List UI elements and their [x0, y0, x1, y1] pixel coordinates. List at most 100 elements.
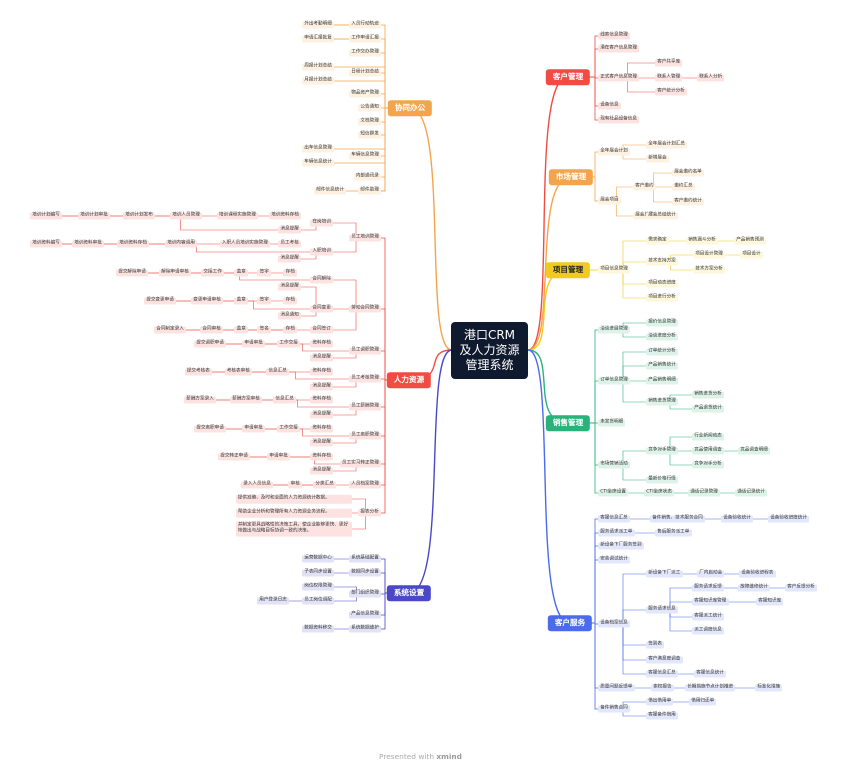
topic-leaf[interactable]: 签字	[257, 297, 271, 305]
topic-leaf[interactable]: 客户邀约	[633, 183, 656, 191]
topic-leaf[interactable]: 故障维修统计	[738, 584, 770, 592]
topic-leaf[interactable]: 借出借用单	[646, 698, 674, 706]
topic-leaf[interactable]: 派工调度信息	[692, 627, 724, 635]
topic-leaf[interactable]: 申请审批	[267, 453, 290, 461]
topic-leaf[interactable]: 培训计划审批	[78, 212, 110, 220]
main-topic-market[interactable]: 市场管理	[548, 169, 594, 185]
topic-leaf[interactable]: 行业新闻动态	[692, 433, 724, 441]
topic-leaf[interactable]: 入职培训	[310, 248, 333, 256]
topic-leaf[interactable]: 客服知识库	[756, 598, 784, 606]
topic-leaf[interactable]: 竞争对手管理	[646, 447, 678, 455]
topic-leaf[interactable]: 设备信息	[598, 102, 621, 110]
topic-leaf[interactable]: 短信群发	[358, 131, 381, 139]
topic-leaf[interactable]: 项目信息管理	[598, 266, 630, 274]
topic-leaf[interactable]: 通话记录统计	[735, 489, 767, 497]
topic-leaf[interactable]: 长期措施节点计划推进	[685, 684, 736, 692]
topic-leaf[interactable]: 培训课程实施管理	[216, 212, 258, 220]
topic-leaf[interactable]: 存档	[283, 326, 297, 334]
topic-leaf[interactable]: 客服知识库管理	[692, 598, 729, 606]
topic-leaf[interactable]: 联系人分析	[697, 74, 725, 82]
topic-leaf[interactable]: 客服信息汇总	[598, 515, 630, 523]
topic-leaf[interactable]: 技术支持方案	[646, 258, 678, 266]
topic-leaf[interactable]: 在岗培训	[310, 219, 333, 227]
topic-leaf[interactable]: 现有社品设备信息	[598, 116, 640, 124]
topic-leaf[interactable]: 入员行动轨迹	[349, 21, 381, 29]
topic-leaf[interactable]: 培训计划发布	[123, 212, 155, 220]
topic-leaf[interactable]: 信息汇总	[266, 368, 289, 376]
topic-leaf[interactable]: 未发货明细	[598, 419, 626, 427]
topic-leaf[interactable]: 销售进货分析	[692, 391, 724, 399]
topic-leaf[interactable]: 新设备下厂派工	[646, 570, 683, 578]
topic-leaf[interactable]: 培训内容调用	[165, 240, 197, 248]
topic-leaf[interactable]: 最新价格行情	[646, 476, 678, 484]
topic-leaf[interactable]: 正式客户信息管理	[598, 74, 640, 82]
topic-leaf[interactable]: 服务请求派工单	[598, 529, 635, 537]
topic-leaf[interactable]: 客户共享库	[655, 59, 683, 67]
topic-leaf[interactable]: 提交转正申请	[218, 453, 250, 461]
topic-leaf[interactable]: 提交调职申请	[194, 340, 226, 348]
topic-leaf[interactable]: 消息提醒	[278, 283, 301, 291]
topic-leaf[interactable]: 外出考勤明细	[302, 21, 334, 29]
topic-leaf[interactable]: 服务请求反馈	[692, 584, 724, 592]
topic-leaf[interactable]: 备件销售、技术服务合同	[650, 515, 705, 523]
topic-leaf[interactable]: 信息汇总	[273, 396, 296, 404]
topic-leaf[interactable]: 技术方案分析	[693, 266, 725, 274]
topic-leaf[interactable]: 员工调职管理	[349, 347, 381, 355]
topic-leaf[interactable]: 展会总结	[633, 212, 656, 220]
topic-leaf[interactable]: 报表分析	[358, 509, 381, 517]
topic-leaf[interactable]: 工作交办管理	[349, 49, 381, 57]
topic-leaf[interactable]: 竞品使用调查	[692, 447, 724, 455]
topic-leaf[interactable]: 邀约汇总	[672, 183, 695, 191]
topic-leaf[interactable]: 产品销售明细	[646, 377, 678, 385]
topic-leaf[interactable]: 合同审核	[200, 326, 223, 334]
topic-leaf[interactable]: 盖章	[234, 326, 248, 334]
topic-leaf[interactable]: 员工考核管理	[349, 375, 381, 383]
topic-leaf[interactable]: 设备验收进度统计	[768, 515, 810, 523]
topic-leaf[interactable]: 培训资料存档	[269, 212, 301, 220]
topic-leaf[interactable]: 邮件助理	[358, 187, 381, 195]
topic-leaf[interactable]: 需求确定	[646, 237, 669, 245]
topic-leaf[interactable]: 薪酬方案审核	[230, 396, 262, 404]
topic-leaf[interactable]: 提交离职申请	[194, 425, 226, 433]
topic-leaf[interactable]: 资料存档	[310, 453, 333, 461]
topic-leaf[interactable]: 新设备下厂服务签到	[598, 542, 644, 550]
central-topic[interactable]: 港口CRM 及人力资源 管理系统	[451, 322, 528, 379]
topic-leaf[interactable]: CTI坐席设置	[598, 489, 629, 497]
topic-leaf[interactable]: 提交解除申请	[116, 269, 148, 277]
topic-leaf[interactable]: 工作申请汇报	[349, 35, 381, 43]
topic-leaf[interactable]: 展会邀约名单	[672, 169, 704, 177]
topic-leaf[interactable]: 子表同步设置	[302, 569, 334, 577]
topic-leaf[interactable]: 消息提醒	[278, 226, 301, 234]
topic-leaf[interactable]: 申请汇报批复	[302, 35, 334, 43]
topic-leaf[interactable]: 人员档案管理	[349, 481, 381, 489]
topic-leaf[interactable]: 通话记录管理	[688, 489, 720, 497]
topic-leaf[interactable]: 订单统计分析	[646, 348, 678, 356]
topic-leaf[interactable]: 签字	[257, 269, 271, 277]
topic-leaf[interactable]: 消息提醒	[310, 439, 333, 447]
topic-leaf[interactable]: 产品退货统计	[692, 405, 724, 413]
topic-leaf[interactable]: 全年展会计划汇总	[646, 141, 688, 149]
topic-leaf[interactable]: 全年展会计划	[598, 148, 630, 156]
topic-leaf[interactable]: 客服派工统计	[692, 613, 724, 621]
topic-leaf[interactable]: 客户反馈分析	[785, 584, 817, 592]
topic-leaf[interactable]: 展会总结统计	[646, 212, 678, 220]
topic-leaf[interactable]: 资料存档	[310, 425, 333, 433]
topic-leaf[interactable]: 培训人员管理	[170, 212, 202, 220]
topic-leaf[interactable]: 员工离职管理	[349, 432, 381, 440]
topic-leaf[interactable]: 邮件信息统计	[314, 187, 346, 195]
topic-leaf[interactable]: 审核	[288, 481, 302, 489]
topic-leaf[interactable]: 销售进货管理	[646, 398, 678, 406]
topic-leaf[interactable]: 用户登录日志	[257, 597, 289, 605]
main-topic-project[interactable]: 项目管理	[545, 262, 591, 278]
topic-leaf[interactable]: 备件销售合同	[598, 705, 630, 713]
topic-leaf[interactable]: 资料存档	[310, 340, 333, 348]
topic-leaf[interactable]: 物品资产管理	[349, 90, 381, 98]
topic-leaf[interactable]: 售后服务派工单	[655, 529, 692, 537]
topic-leaf[interactable]: 日程计划总结	[349, 69, 381, 77]
topic-leaf[interactable]: 入职人员培训实施管理	[219, 240, 270, 248]
main-topic-office[interactable]: 协同办公	[387, 100, 433, 116]
topic-leaf[interactable]: 交接工作	[201, 269, 224, 277]
main-topic-sales[interactable]: 销售管理	[545, 415, 591, 431]
topic-leaf[interactable]: 员工岗位调配	[302, 597, 334, 605]
topic-leaf[interactable]: 展会项目	[598, 197, 621, 205]
